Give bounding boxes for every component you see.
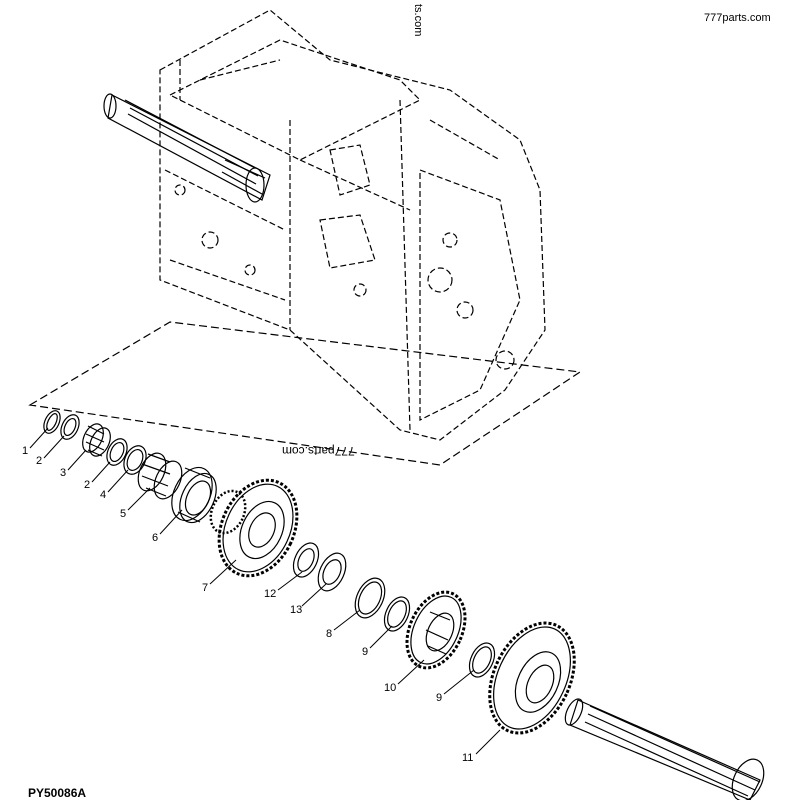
callout-12: 12 — [264, 588, 276, 600]
part-9-snap-ring — [383, 596, 411, 632]
callout-numbers: 1 2 3 2 4 5 6 7 12 13 8 9 10 9 11 — [22, 445, 473, 764]
callout-11: 11 — [462, 752, 473, 764]
part-9-snap-ring-second — [468, 642, 496, 678]
part-6-collar — [171, 466, 217, 524]
callout-leaders — [29, 427, 501, 755]
part-12-bearing — [292, 542, 320, 578]
part-2-washer-second — [106, 438, 128, 466]
part-11-gear — [488, 621, 576, 735]
watermark-center: 777parts.com — [282, 444, 355, 458]
part-7-gear — [209, 478, 299, 578]
callout-2-second: 2 — [84, 479, 90, 491]
watermark-side: ts.com — [412, 4, 424, 37]
assembly-plane — [28, 321, 582, 466]
part-13-bearing — [317, 552, 347, 592]
callout-9: 9 — [362, 646, 368, 658]
watermark-top: 777parts.com — [704, 12, 771, 24]
callout-2: 2 — [36, 455, 42, 467]
callout-6: 6 — [152, 532, 158, 544]
part-2-washer — [60, 414, 80, 440]
callout-4: 4 — [100, 489, 106, 501]
callout-9-second: 9 — [436, 692, 442, 704]
transmission-housing — [159, 9, 546, 441]
callout-8: 8 — [326, 628, 332, 640]
output-shaft — [564, 698, 765, 800]
part-8-snap-ring — [354, 577, 386, 619]
callout-3: 3 — [60, 467, 66, 479]
figure-id: PY50086A — [28, 786, 87, 800]
callout-7: 7 — [202, 582, 208, 594]
part-3-needle-bearing — [82, 423, 111, 457]
callout-10: 10 — [384, 682, 396, 694]
part-10-gear — [405, 590, 467, 670]
callout-1: 1 — [22, 445, 28, 457]
callout-5: 5 — [120, 508, 126, 520]
part-1-snap-ring — [43, 410, 61, 434]
part-5-coupler — [137, 452, 183, 500]
callout-13: 13 — [290, 604, 302, 616]
input-shaft — [103, 93, 271, 203]
